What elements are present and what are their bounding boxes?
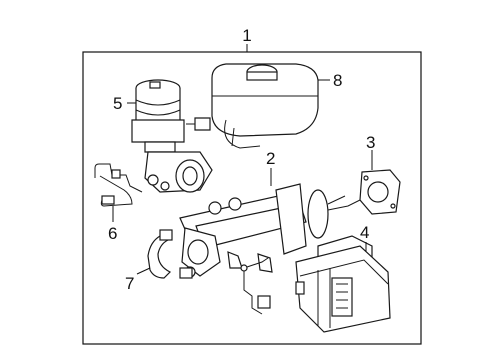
brake-line [94, 163, 143, 207]
callout-2: 2 [266, 149, 275, 168]
callout-1: 1 [242, 26, 251, 45]
callout-7: 7 [125, 274, 134, 293]
accumulator-pump-motor [131, 79, 213, 193]
callout-6: 6 [108, 224, 117, 243]
callout-3: 3 [366, 133, 375, 152]
callout-8: 8 [333, 71, 342, 90]
callout-4: 4 [360, 223, 369, 242]
leader-7 [136, 267, 151, 275]
vacuum-hose [147, 229, 193, 279]
reservoir-tank [186, 63, 319, 149]
actuator-module [295, 235, 391, 333]
master-cylinder [179, 183, 361, 278]
gasket [359, 169, 401, 215]
wire-bracket [240, 257, 271, 315]
assembly-frame [82, 51, 422, 345]
callout-5: 5 [113, 94, 122, 113]
